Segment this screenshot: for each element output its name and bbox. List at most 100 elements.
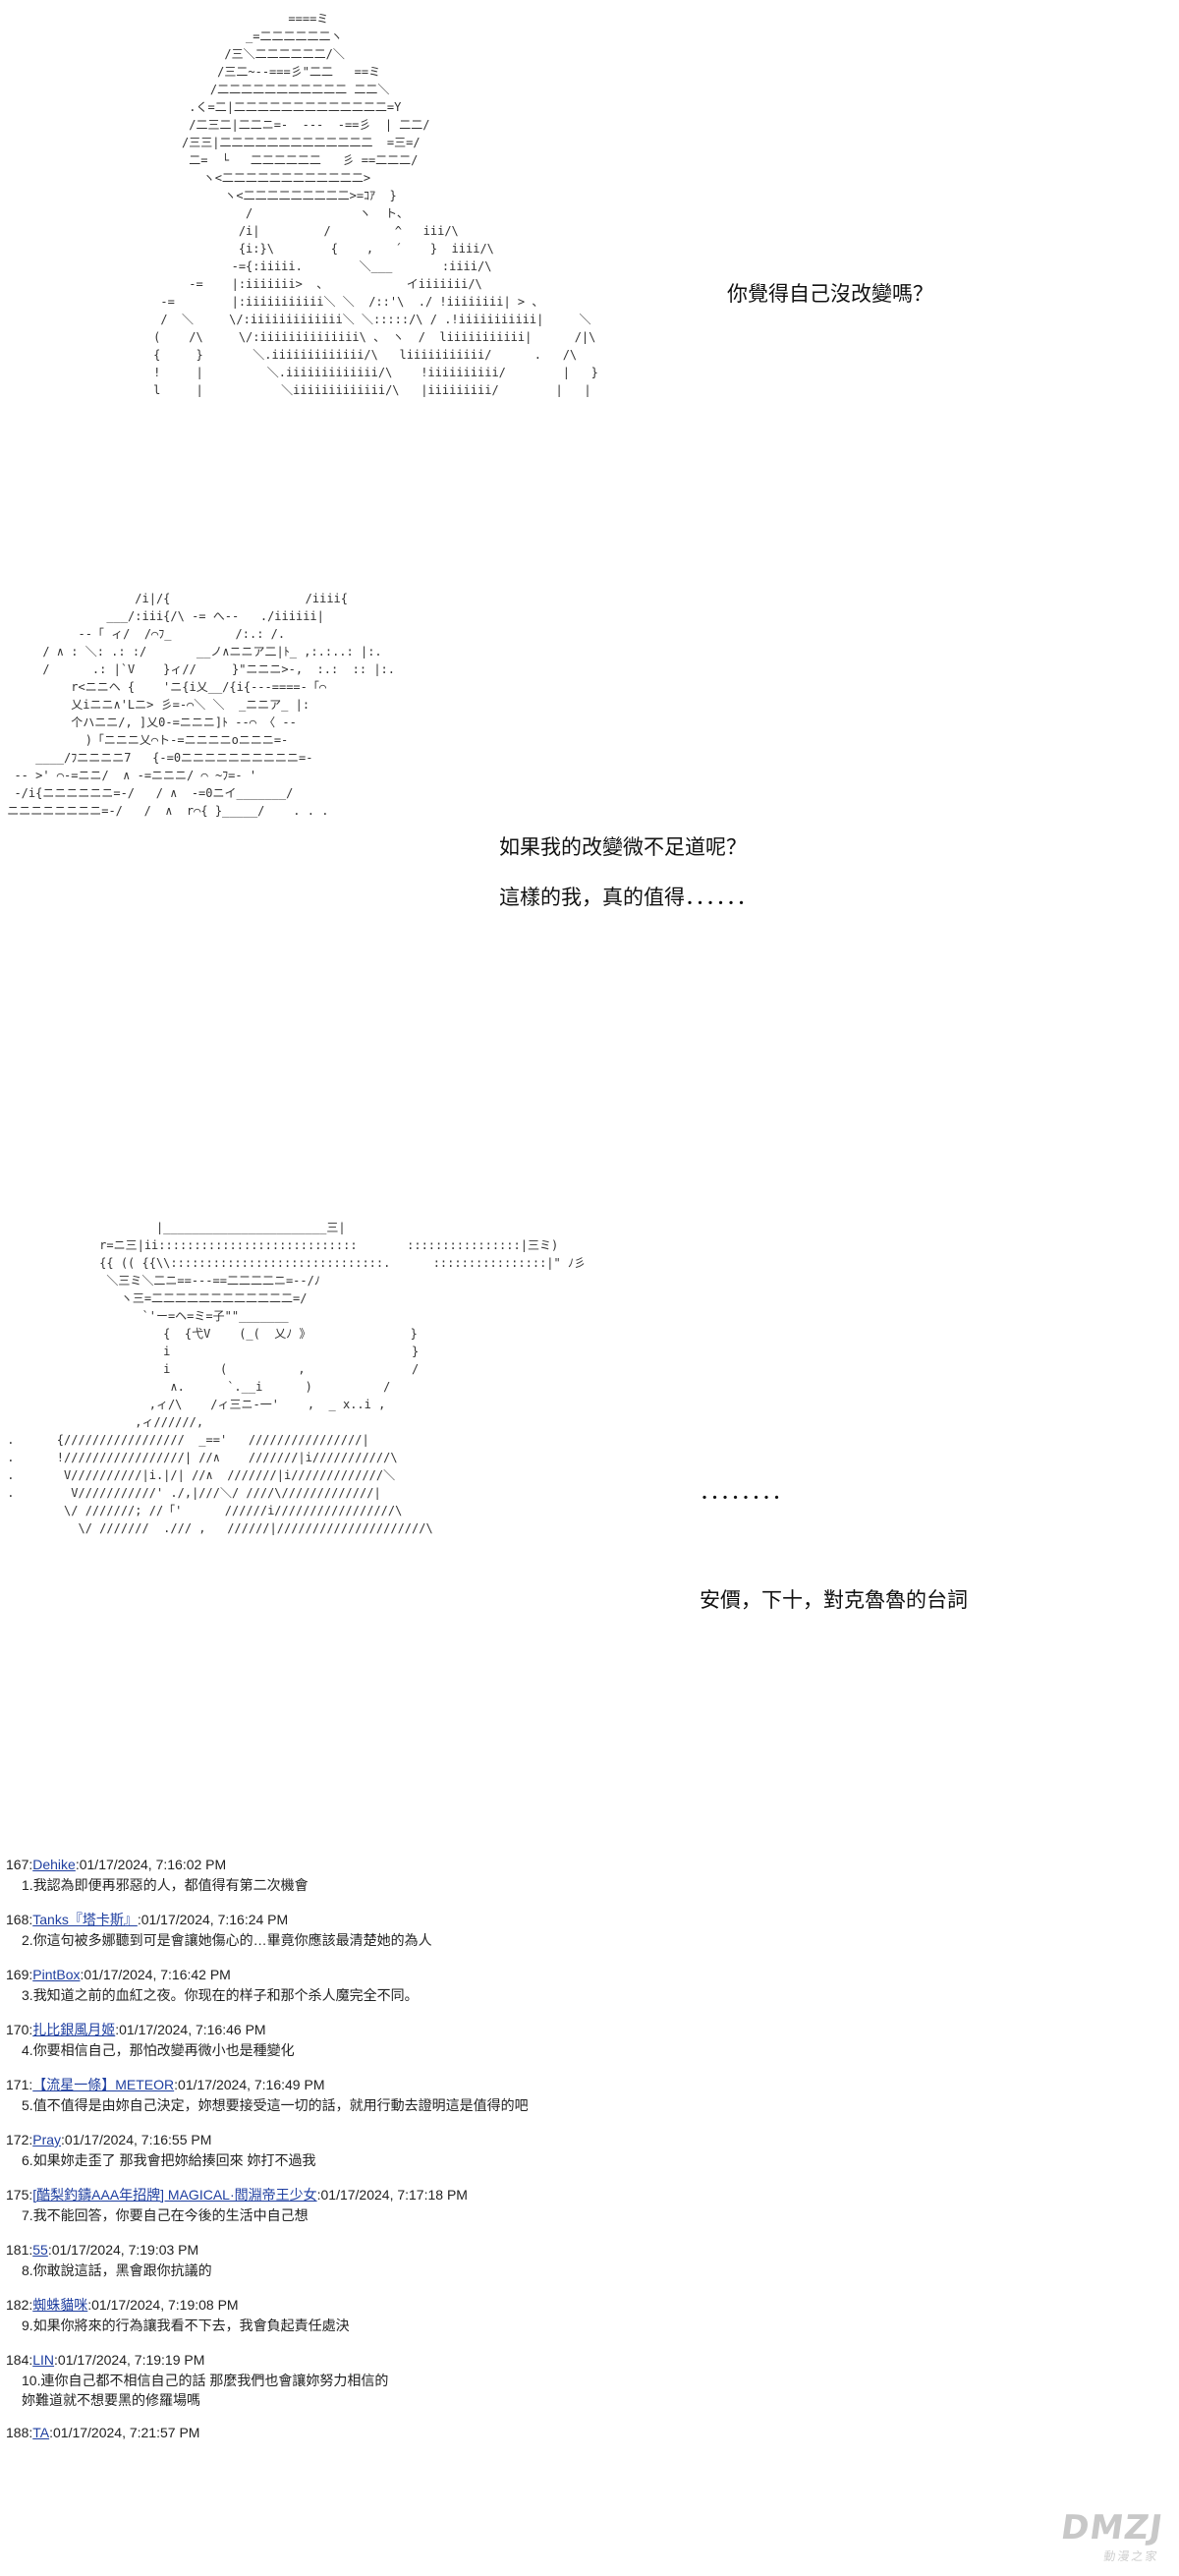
dialog-box: ．．．．．．．． 安價，下十，對克魯魯的台詞 <box>700 1420 968 1694</box>
comment-index: 7. <box>22 2207 33 2223</box>
comment-header: 168:Tanks『塔卡斯』:01/17/2024, 7:16:24 PM <box>6 1909 1165 1930</box>
comment-text: 你這句被多娜聽到可是會讓她傷心的…畢竟你應該最清楚她的為人 <box>32 1932 432 1948</box>
comment-username-link[interactable]: 【流星一條】METEOR <box>32 2077 175 2092</box>
comment-index: 6. <box>22 2152 33 2168</box>
comment-timestamp: :01/17/2024, 7:16:24 PM <box>137 1912 289 1927</box>
ascii-art-hat-character: ====ミ _=二二二二二二ヽ /三＼二二二二二二/＼ /三二~--===彡"二… <box>153 12 598 397</box>
dialog-line: 這樣的我，真的值得．．．．．． <box>499 886 758 910</box>
comment-timestamp: :01/17/2024, 7:17:18 PM <box>316 2187 468 2203</box>
comment-username-link[interactable]: PintBox <box>32 1967 81 1982</box>
comment-body: 9.如果你將來的行為讓我看不下去，我會負起責任處決 <box>6 2316 1165 2337</box>
dialog-box: 你覺得自己沒改變嗎？ <box>727 280 933 330</box>
panel-2: /i|/{ /iiii{ ___/:iii{/\ -= へ-- ./iiiiii… <box>0 560 1179 1189</box>
comment-timestamp: :01/17/2024, 7:16:42 PM <box>80 1967 231 1982</box>
ascii-art-cap-character: |_______________________三| r=ニ三|ii::::::… <box>0 1219 968 1612</box>
dialog-line: 安價，下十，對克魯魯的台詞 <box>700 1587 968 1612</box>
comment-username-link[interactable]: Dehike <box>32 1857 76 1872</box>
comment-timestamp: :01/17/2024, 7:19:03 PM <box>47 2242 199 2258</box>
comment-timestamp: :01/17/2024, 7:19:19 PM <box>54 2352 205 2368</box>
comment-username-link[interactable]: Pray <box>32 2132 62 2147</box>
comment-text: 我不能回答，你要自己在今後的生活中自己想 <box>32 2207 309 2223</box>
comment-text: 連你自己都不相信自己的話 那麼我們也會讓妳努力相信的 妳難道就不想要黑的修羅場嗎 <box>22 2373 389 2408</box>
comment-header: 167:Dehike:01/17/2024, 7:16:02 PM <box>6 1854 1165 1875</box>
comment-body: 5.值不值得是由妳自己決定，妳想要接受這一切的話，就用行動去證明這是值得的吧 <box>6 2095 1165 2117</box>
comment-header: 175:[酷梨釣鑄AAA年招牌] MAGICAL·閻淵帝王少女:01/17/20… <box>6 2184 1165 2205</box>
comment-number: 167: <box>6 1857 33 1872</box>
comment-number: 188: <box>6 2425 33 2440</box>
comment-item: 175:[酷梨釣鑄AAA年招牌] MAGICAL·閻淵帝王少女:01/17/20… <box>6 2184 1165 2227</box>
comment-text: 如果妳走歪了 那我會把妳給揍回來 妳打不過我 <box>32 2152 316 2168</box>
comment-timestamp: :01/17/2024, 7:16:46 PM <box>115 2022 266 2037</box>
comment-timestamp: :01/17/2024, 7:16:55 PM <box>61 2132 212 2147</box>
comment-body: 6.如果妳走歪了 那我會把妳給揍回來 妳打不過我 <box>6 2150 1165 2172</box>
comment-number: 175: <box>6 2187 33 2203</box>
site-watermark: DMZJ 動漫之家 <box>1056 2508 1165 2564</box>
comment-username-link[interactable]: 蜘蛛貓咪 <box>32 2297 88 2313</box>
comment-number: 181: <box>6 2242 33 2258</box>
comment-text: 你敢說這話，黑會跟你抗議的 <box>32 2262 212 2278</box>
comment-body: 1.我認為即便再邪惡的人，都值得有第二次機會 <box>6 1875 1165 1897</box>
comment-username-link[interactable]: 扎比銀風月姬 <box>32 2022 116 2037</box>
comment-timestamp: :01/17/2024, 7:16:02 PM <box>75 1857 227 1872</box>
panel-3: |_______________________三| r=ニ三|ii::::::… <box>0 1189 1179 1854</box>
comment-username-link[interactable]: [酷梨釣鑄AAA年招牌] MAGICAL·閻淵帝王少女 <box>32 2187 317 2203</box>
comment-header: 188:TA:01/17/2024, 7:21:57 PM <box>6 2422 1165 2443</box>
comment-index: 2. <box>22 1932 33 1948</box>
comment-text: 值不值得是由妳自己決定，妳想要接受這一切的話，就用行動去證明這是值得的吧 <box>32 2097 529 2113</box>
comment-username-link[interactable]: TA <box>32 2425 50 2440</box>
comment-text: 你要相信自己，那怕改變再微小也是種變化 <box>32 2042 295 2058</box>
comment-header: 169:PintBox:01/17/2024, 7:16:42 PM <box>6 1964 1165 1985</box>
comment-index: 9. <box>22 2318 33 2333</box>
comment-body: 10.連你自己都不相信自己的話 那麼我們也會讓妳努力相信的 妳難道就不想要黑的修… <box>6 2371 1165 2410</box>
comment-header: 182:蜘蛛貓咪:01/17/2024, 7:19:08 PM <box>6 2294 1165 2316</box>
comment-timestamp: :01/17/2024, 7:19:08 PM <box>87 2297 239 2313</box>
comment-number: 172: <box>6 2132 33 2147</box>
comment-body: 8.你敢說這話，黑會跟你抗議的 <box>6 2261 1165 2282</box>
comment-body: 7.我不能回答，你要自己在今後的生活中自己想 <box>6 2205 1165 2227</box>
comment-item: 188:TA:01/17/2024, 7:21:57 PM <box>6 2422 1165 2443</box>
comment-header: 181:55:01/17/2024, 7:19:03 PM <box>6 2239 1165 2261</box>
comment-number: 170: <box>6 2022 33 2037</box>
comment-text: 我認為即便再邪惡的人，都值得有第二次機會 <box>32 1877 309 1893</box>
comment-header: 170:扎比銀風月姬:01/17/2024, 7:16:46 PM <box>6 2019 1165 2040</box>
comment-number: 184: <box>6 2352 33 2368</box>
comment-index: 4. <box>22 2042 33 2058</box>
comment-header: 184:LIN:01/17/2024, 7:19:19 PM <box>6 2349 1165 2371</box>
dialog-line: ．．．．．．．． <box>700 1479 793 1504</box>
comment-header: 171:【流星一條】METEOR:01/17/2024, 7:16:49 PM <box>6 2074 1165 2095</box>
comment-username-link[interactable]: 55 <box>32 2242 48 2258</box>
comment-number: 168: <box>6 1912 33 1927</box>
comment-index: 3. <box>22 1987 33 2003</box>
watermark-sub: 動漫之家 <box>1102 2549 1160 2563</box>
dialog-line: 你覺得自己沒改變嗎？ <box>727 282 933 306</box>
comment-text: 我知道之前的血紅之夜。你现在的样子和那个杀人魔完全不同。 <box>32 1987 419 2003</box>
comment-body: 3.我知道之前的血紅之夜。你现在的样子和那个杀人魔完全不同。 <box>6 1985 1165 2007</box>
panel-1: ====ミ _=二二二二二二ヽ /三＼二二二二二二/＼ /三二~--===彡"二… <box>0 0 1179 560</box>
comment-number: 182: <box>6 2297 33 2313</box>
comment-number: 169: <box>6 1967 33 1982</box>
comment-index: 5. <box>22 2097 33 2113</box>
comment-timestamp: :01/17/2024, 7:16:49 PM <box>174 2077 325 2092</box>
comment-body: 2.你這句被多娜聽到可是會讓她傷心的…畢竟你應該最清楚她的為人 <box>6 1930 1165 1952</box>
comment-text: 如果你將來的行為讓我看不下去，我會負起責任處決 <box>32 2318 350 2333</box>
comment-index: 1. <box>22 1877 33 1893</box>
ascii-art-hair-character: /i|/{ /iiii{ ___/:iii{/\ -= へ-- ./iiiiii… <box>7 592 396 818</box>
comment-header: 172:Pray:01/17/2024, 7:16:55 PM <box>6 2129 1165 2150</box>
comment-timestamp: :01/17/2024, 7:21:57 PM <box>49 2425 200 2440</box>
comment-body: 4.你要相信自己，那怕改變再微小也是種變化 <box>6 2040 1165 2062</box>
comment-username-link[interactable]: LIN <box>32 2352 55 2368</box>
comment-index: 8. <box>22 2262 33 2278</box>
dialog-box: 如果我的改變微不足道呢？ 這樣的我，真的值得．．．．．． <box>499 833 758 935</box>
watermark-brand: DMZJ <box>1058 2508 1166 2547</box>
comment-username-link[interactable]: Tanks『塔卡斯』 <box>32 1912 138 1927</box>
comment-index: 10. <box>22 2373 41 2388</box>
